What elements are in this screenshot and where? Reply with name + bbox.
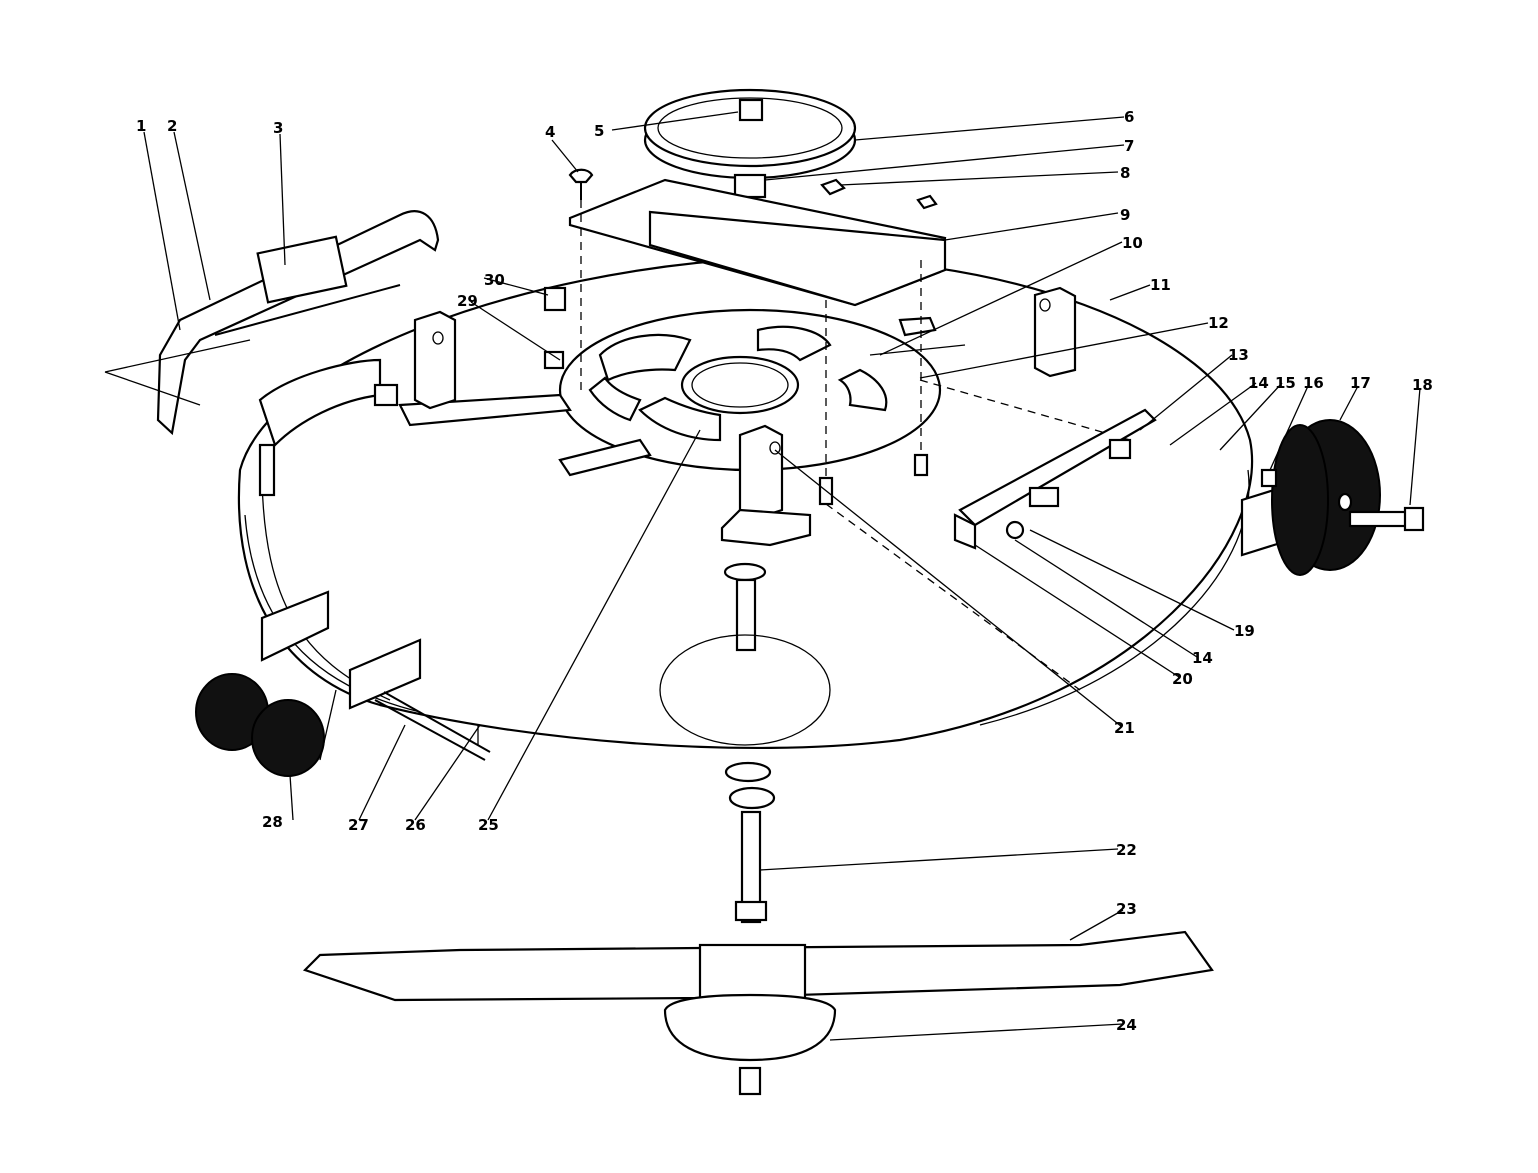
deck-bracket-left: [413, 310, 457, 410]
callout-22: 22: [1116, 841, 1137, 859]
spindle-assembly: [659, 562, 831, 924]
callout-19: 19: [1234, 622, 1255, 640]
callout-1: 1: [136, 117, 146, 135]
callout-16: 16: [1303, 374, 1324, 392]
callout-30: 30: [484, 271, 505, 289]
callout-14-lower: 14: [1192, 649, 1213, 667]
callout-21: 21: [1114, 719, 1135, 737]
callout-4: 4: [545, 123, 555, 141]
front-wheels: [195, 590, 491, 777]
callout-8: 8: [1120, 164, 1130, 182]
rear-wheel-right: [1240, 419, 1425, 576]
callout-17: 17: [1350, 374, 1371, 392]
blade-adapter: [663, 993, 837, 1096]
callout-26: 26: [405, 816, 426, 834]
callout-5: 5: [594, 122, 604, 140]
callout-14-upper: 14: [1248, 374, 1269, 392]
spindle-plate: [568, 178, 947, 307]
deck-bracket-front: [720, 424, 812, 547]
callout-27: 27: [348, 816, 369, 834]
callout-10: 10: [1122, 234, 1143, 252]
callout-12: 12: [1208, 314, 1229, 332]
mower-blade: [302, 930, 1214, 1002]
callout-13: 13: [1228, 346, 1249, 364]
callout-25: 25: [478, 816, 499, 834]
callout-29: 29: [457, 292, 478, 310]
height-adjuster: [869, 344, 1157, 550]
callout-6: 6: [1124, 108, 1134, 126]
callout-28: 28: [262, 813, 283, 831]
callout-2: 2: [167, 117, 177, 135]
discharge-opening: [258, 358, 382, 497]
callout-23: 23: [1116, 900, 1137, 918]
callout-9: 9: [1120, 206, 1130, 224]
callout-15: 15: [1275, 374, 1296, 392]
callout-7: 7: [1124, 137, 1134, 155]
callout-24: 24: [1116, 1016, 1137, 1034]
callout-11: 11: [1150, 276, 1171, 294]
callout-labels: 1 2 3 4 5 6 7 8 9 10 11 12 13 14 15 16 1…: [136, 108, 1433, 1034]
deck-bracket-right: [1033, 286, 1077, 378]
discharge-chute: [104, 210, 440, 436]
callout-20: 20: [1172, 670, 1193, 688]
callout-3: 3: [273, 119, 283, 137]
callout-18: 18: [1412, 376, 1433, 394]
pulley: [643, 88, 857, 199]
leader-lines: [143, 111, 1421, 1041]
hardware: [373, 168, 1131, 691]
